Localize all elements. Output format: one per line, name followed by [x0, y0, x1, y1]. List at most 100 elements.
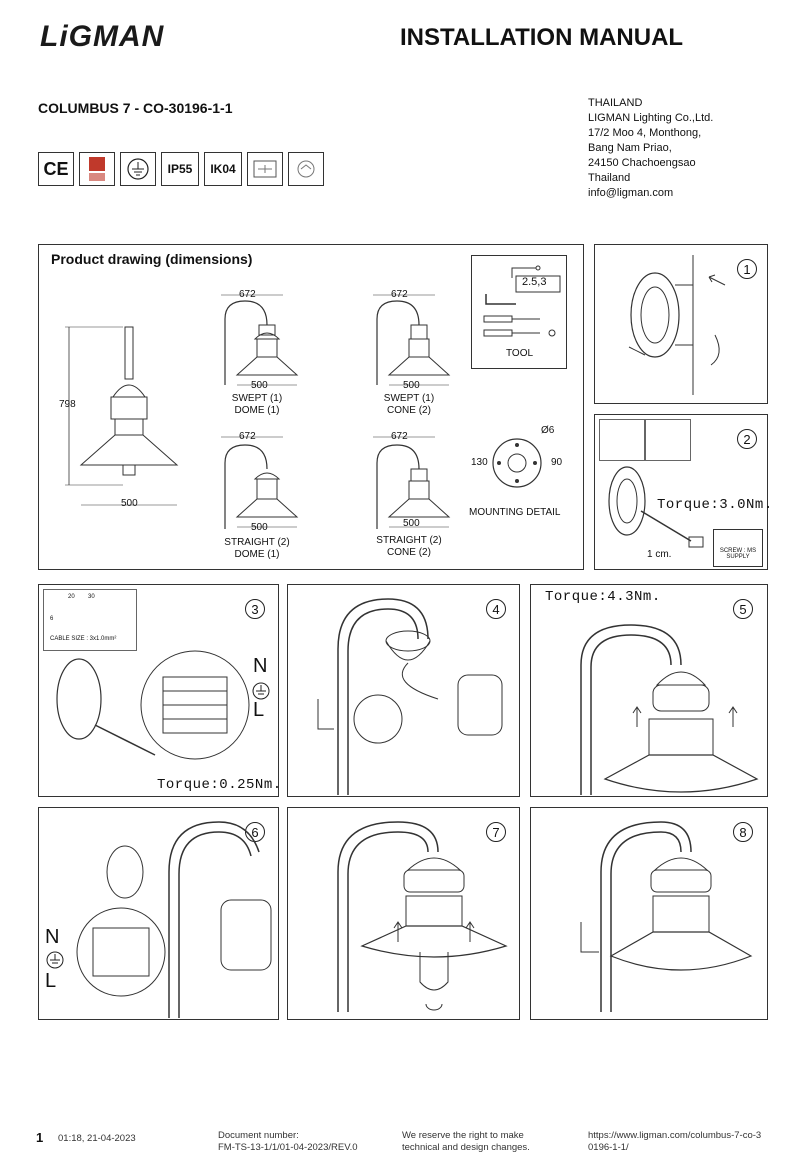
step-number: 4	[486, 599, 506, 619]
step-3-panel: 3 20 30 6 CABLE SIZE : 3x1.0mm² N L Torq…	[38, 584, 282, 797]
v3-bottom-dimension: 500	[251, 522, 268, 533]
v3-line2: DOME (1)	[234, 549, 280, 560]
step-number: 5	[733, 599, 753, 619]
ligman-logo: LiGMAN	[40, 20, 165, 53]
v2-label: SWEPT (1) CONE (2)	[359, 393, 459, 417]
mount-height: 130	[471, 457, 488, 468]
step-number: 8	[733, 822, 753, 842]
v2-line2: CONE (2)	[387, 405, 431, 416]
correct-example-icon	[599, 419, 645, 461]
footer-datetime: 01:18, 21-04-2023	[58, 1133, 136, 1144]
step-5-torque: Torque:4.3Nm.	[545, 589, 661, 605]
address-line: 24150 Chachoengsao	[588, 157, 696, 169]
screw-label: SCREW : MS	[719, 548, 757, 554]
step-number: 7	[486, 822, 506, 842]
step-2-illustration	[608, 466, 704, 548]
v4-line1: STRAIGHT (2)	[376, 535, 442, 546]
company-address: THAILAND LIGMAN Lighting Co.,Ltd. 17/2 M…	[588, 96, 788, 201]
address-line: THAILAND	[588, 97, 643, 109]
step-4-panel: 4	[287, 584, 520, 797]
step-1-illustration	[628, 255, 726, 395]
cable-size-label: CABLE SIZE : 3x1.0mm²	[50, 636, 117, 642]
page-number: 1	[36, 1130, 44, 1145]
neutral-label: N	[45, 926, 60, 948]
step-2-panel: 2 Torque:3.0Nm. 1 cm. SCREW : MS SUPPLY	[594, 414, 772, 570]
step-2-distance: 1 cm.	[647, 549, 672, 560]
tool-label: TOOL	[506, 348, 534, 359]
footer-disclaimer: We reserve the right to make technical a…	[402, 1130, 530, 1154]
step-7-panel: 7	[287, 807, 520, 1020]
variant-swept-cone-drawing	[373, 294, 451, 386]
mount-diameter: Ø6	[541, 425, 555, 436]
step-4-illustration	[317, 598, 503, 795]
step-3-torque: Torque:0.25Nm.	[157, 777, 282, 793]
drawing-title: Product drawing (dimensions)	[51, 251, 253, 267]
step-number: 3	[245, 599, 265, 619]
v1-top-dimension: 672	[239, 289, 256, 300]
quality-mark-icon	[79, 152, 115, 186]
screw-supply-box: SCREW : MS SUPPLY	[713, 529, 763, 567]
disclaimer-line: We reserve the right to make	[402, 1130, 524, 1141]
height-dimension: 798	[59, 399, 76, 410]
live-label: L	[253, 699, 265, 721]
v4-line2: CONE (2)	[387, 547, 431, 558]
recycle-icon	[288, 152, 324, 186]
step-1-panel: 1	[594, 244, 768, 404]
earth-icon	[251, 681, 271, 706]
earth-ground-icon	[120, 152, 156, 186]
step-5-panel: 5 Torque:4.3Nm.	[530, 584, 768, 797]
doc-number-label: Document number:	[218, 1130, 299, 1141]
v1-bottom-dimension: 500	[251, 380, 268, 391]
step-number: 1	[737, 259, 757, 279]
v1-line2: DOME (1)	[234, 405, 280, 416]
step-6-illustration	[76, 821, 272, 1018]
mount-width: 90	[551, 457, 563, 468]
width-dimension: 500	[121, 498, 138, 509]
address-line: 17/2 Moo 4, Monthong,	[588, 127, 702, 139]
footer-document-number: Document number: FM-TS-13-1/1/01-04-2023…	[218, 1130, 358, 1154]
address-line: LIGMAN Lighting Co.,Ltd.	[588, 112, 714, 124]
certification-icons: CE IP55 IK04	[38, 152, 324, 186]
v4-label: STRAIGHT (2) CONE (2)	[359, 535, 459, 559]
weee-icon	[247, 152, 283, 186]
page-title: INSTALLATION MANUAL	[400, 24, 684, 51]
url-line[interactable]: 0196-1-1/	[588, 1142, 629, 1153]
tool-size: 2.5,3	[522, 276, 547, 288]
footer-url[interactable]: https://www.ligman.com/columbus-7-co-3 0…	[588, 1130, 761, 1154]
address-line: Bang Nam Priao,	[588, 142, 672, 154]
doc-number-value: FM-TS-13-1/1/01-04-2023/REV.0	[218, 1142, 358, 1153]
product-drawing-panel: Product drawing (dimensions) 798 500 672…	[38, 244, 584, 570]
step-number: 2	[737, 429, 757, 449]
lamp-front-elevation	[65, 326, 179, 506]
neutral-label: N	[253, 655, 268, 677]
v3-label: STRAIGHT (2) DOME (1)	[207, 537, 307, 561]
v4-bottom-dimension: 500	[403, 518, 420, 529]
step-6-panel: 6 N L	[38, 807, 279, 1020]
v4-top-dimension: 672	[391, 431, 408, 442]
v2-bottom-dimension: 500	[403, 380, 420, 391]
cable-dim-6: 6	[50, 616, 54, 622]
address-email: info@ligman.com	[588, 187, 674, 199]
live-label: L	[45, 970, 57, 992]
variant-swept-dome-drawing	[221, 294, 299, 386]
mounting-plate-drawing	[492, 438, 542, 488]
step-7-illustration	[337, 821, 508, 1012]
wrong-example-icon	[645, 419, 691, 461]
step-8-panel: 8	[530, 807, 768, 1020]
ik-rating-badge: IK04	[204, 152, 242, 186]
tool-box: 2.5,3 TOOL	[471, 255, 567, 369]
v3-line1: STRAIGHT (2)	[224, 537, 290, 548]
cable-dim-20: 20	[68, 594, 75, 600]
v1-label: SWEPT (1) DOME (1)	[207, 393, 307, 417]
variant-straight-cone-drawing	[373, 436, 451, 529]
address-line: Thailand	[588, 172, 631, 184]
variant-straight-dome-drawing	[221, 436, 299, 529]
v2-top-dimension: 672	[391, 289, 408, 300]
product-name: COLUMBUS 7 - CO-30196-1-1	[38, 100, 233, 116]
url-line[interactable]: https://www.ligman.com/columbus-7-co-3	[588, 1130, 762, 1141]
step-3-illustration	[56, 650, 250, 760]
step-2-torque: Torque:3.0Nm.	[657, 497, 773, 513]
disclaimer-line: technical and design changes.	[402, 1142, 530, 1153]
cable-size-box: 20 30 6 CABLE SIZE : 3x1.0mm²	[43, 589, 137, 651]
supply-label: SUPPLY	[726, 554, 750, 560]
